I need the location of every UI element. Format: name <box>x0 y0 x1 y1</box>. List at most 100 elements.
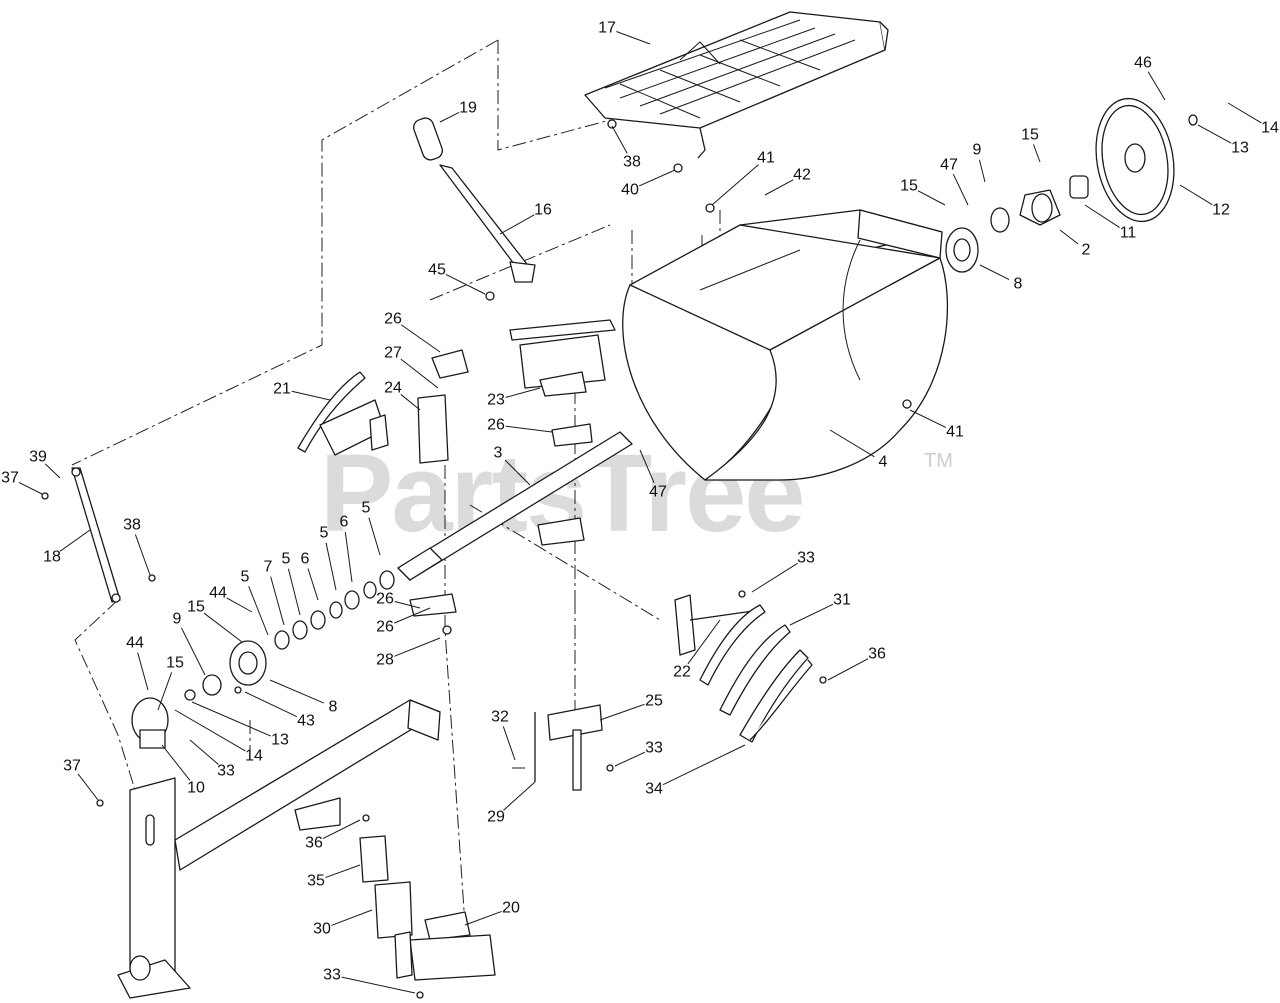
callout-leader <box>502 726 516 761</box>
callout-number: 44 <box>209 585 227 602</box>
callout-leader <box>394 637 441 657</box>
callout-45: 45 <box>428 262 486 295</box>
callout-7: 7 <box>264 559 285 626</box>
link-arm <box>71 467 121 603</box>
callout-leader <box>134 534 151 576</box>
callout-number: 16 <box>534 202 552 219</box>
gear-and-bearing-assembly <box>945 97 1198 273</box>
callout-32: 32 <box>491 709 516 761</box>
callout-number: 17 <box>598 20 616 37</box>
callout-leader <box>191 701 272 737</box>
callout-44: 44 <box>209 585 253 613</box>
callout-43: 43 <box>244 691 315 730</box>
callout-leader <box>44 463 61 479</box>
callout-leader <box>174 709 246 752</box>
callout-leader <box>226 597 253 613</box>
callout-41: 41 <box>711 150 775 206</box>
callout-leader <box>1227 102 1262 124</box>
callout-14: 14 <box>1227 102 1279 137</box>
drum-hopper <box>622 209 949 481</box>
callout-9: 9 <box>173 611 206 676</box>
callout-39: 39 <box>29 449 61 479</box>
callout-number: 39 <box>29 449 47 466</box>
callout-leader <box>400 324 441 353</box>
callout-leader <box>464 910 502 926</box>
callout-35: 35 <box>307 864 361 890</box>
main-shaft <box>397 431 633 581</box>
callout-leader <box>287 568 301 616</box>
callout-5: 5 <box>362 500 381 556</box>
callout-number: 26 <box>487 417 505 434</box>
callout-number: 37 <box>1 470 19 487</box>
callout-number: 38 <box>123 517 141 534</box>
agitator-blades <box>297 371 813 743</box>
callout-34: 34 <box>645 744 746 798</box>
callout-leader <box>638 169 676 187</box>
callout-leader <box>711 164 759 206</box>
callout-leader <box>1033 144 1041 163</box>
callout-leader <box>325 542 337 591</box>
callout-leader <box>917 190 946 206</box>
callout-leader <box>751 562 798 593</box>
callout-number: 18 <box>43 549 61 566</box>
callout-20: 20 <box>464 900 520 926</box>
callout-37: 37 <box>1 470 43 495</box>
callout-6: 6 <box>301 551 319 601</box>
callout-number: 5 <box>362 500 371 517</box>
callout-9: 9 <box>973 142 986 183</box>
side-plates <box>359 835 413 979</box>
callout-number: 33 <box>797 550 815 567</box>
callout-leader <box>291 390 331 401</box>
callout-leader <box>978 159 986 183</box>
callout-number: 45 <box>428 262 446 279</box>
callout-28: 28 <box>376 637 441 669</box>
callout-2: 2 <box>1059 229 1091 259</box>
callout-number: 6 <box>340 514 349 531</box>
callout-leader <box>909 409 947 429</box>
callout-number: 35 <box>307 873 325 890</box>
callout-number: 41 <box>757 150 775 167</box>
callout-leader <box>394 601 421 609</box>
callout-number: 38 <box>623 154 641 171</box>
callout-number: 13 <box>1231 140 1249 157</box>
callout-leader <box>244 691 298 718</box>
callout-38: 38 <box>123 517 151 576</box>
callout-number: 31 <box>833 592 851 609</box>
callout-leader <box>827 658 869 681</box>
callout-leader <box>77 773 99 801</box>
callout-number: 12 <box>1212 202 1230 219</box>
callout-leader <box>203 612 243 643</box>
callout-38: 38 <box>611 125 641 171</box>
callout-number: 29 <box>487 809 505 826</box>
callout-leader <box>344 531 353 583</box>
callout-number: 41 <box>946 424 964 441</box>
callout-leader <box>1059 229 1079 245</box>
callout-number: 9 <box>973 142 982 159</box>
callout-13: 13 <box>1197 124 1249 157</box>
callout-leader <box>331 909 373 926</box>
callout-29: 29 <box>487 781 536 826</box>
callout-number: 46 <box>1134 55 1152 72</box>
platform-grate <box>584 11 889 159</box>
callout-number: 7 <box>264 559 273 576</box>
callout-31: 31 <box>789 592 851 626</box>
callout-number: 26 <box>376 591 394 608</box>
callout-number: 4 <box>879 454 888 471</box>
callout-leader <box>445 274 486 295</box>
callout-number: 14 <box>1261 120 1279 137</box>
callout-26: 26 <box>384 311 441 353</box>
callout-leader <box>764 179 794 196</box>
callout-leader <box>979 264 1010 280</box>
callout-leader <box>1084 204 1120 228</box>
callout-leader <box>161 744 191 781</box>
callout-number: 26 <box>376 619 394 636</box>
callout-15: 15 <box>900 178 946 206</box>
callout-number: 47 <box>649 484 667 501</box>
callout-number: 25 <box>645 693 663 710</box>
callout-number: 33 <box>323 967 341 984</box>
callout-leader <box>789 603 834 626</box>
callout-36: 36 <box>827 646 886 681</box>
callout-leader <box>325 864 361 879</box>
callout-leader <box>614 751 646 767</box>
